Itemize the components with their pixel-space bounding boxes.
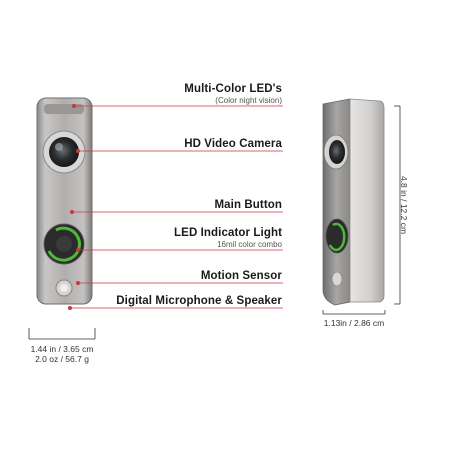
callout-main-button: Main Button [214,199,282,211]
callout-hd-video-camera: HD Video Camera [184,138,282,150]
led-window [44,104,84,114]
dimension-lines [28,105,401,340]
callout-sublabel: (Color night vision) [215,96,282,105]
camera-lens-icon [49,137,79,167]
callout-label: Main Button [214,199,282,211]
doorbell-side-panel [349,98,385,303]
callout-label: LED Indicator Light [174,227,282,239]
callout-label: Digital Microphone & Speaker [116,295,282,307]
depth-dimension: 1.13in / 2.86 cm [323,318,385,328]
callout-label: HD Video Camera [184,138,282,150]
weight-dimension: 2.0 oz / 56.7 g [35,354,89,364]
callout-motion-sensor: Motion Sensor [201,270,282,282]
width-weight-label: 1.44 in / 3.65 cm 2.0 oz / 56.7 g [22,344,102,364]
callout-label: Motion Sensor [200,270,282,282]
doorbell-front-view [36,97,93,305]
width-dimension: 1.44 in / 3.65 cm [30,344,94,354]
leader-lines [68,104,283,310]
callout-sublabel: 16mil color combo [217,240,282,249]
callout-multi-color-leds: Multi-Color LED's (Color night vision) [184,83,282,105]
doorbell-body [36,97,93,305]
height-dimension: 4.8 in / 12.2 cm [399,175,409,235]
callout-label: Multi-Color LED's [184,83,282,95]
callout-led-indicator-light: LED Indicator Light 16mil color combo [174,227,282,249]
doorbell-side-view [322,98,385,306]
callout-digital-microphone-speaker: Digital Microphone & Speaker [116,295,282,307]
